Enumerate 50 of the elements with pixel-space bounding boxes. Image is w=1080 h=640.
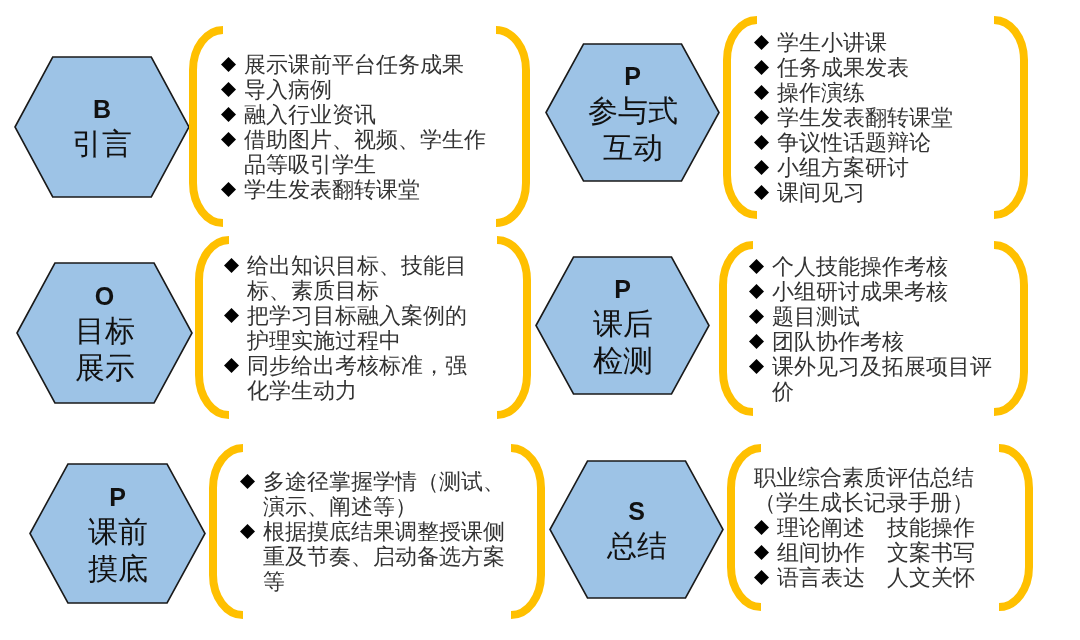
hexagon <box>14 56 190 198</box>
stage-letter: S <box>628 496 645 527</box>
list-item: 组间协作 文案书写 <box>777 540 975 565</box>
hexagon <box>535 256 710 395</box>
list-item: 学生发表翻转课堂 <box>244 176 420 202</box>
list-item: 多途径掌握学情（测试、演示、阐述等） <box>263 469 506 519</box>
stage-name: 引言 <box>72 125 132 162</box>
stage-letter: P <box>624 60 641 92</box>
list-item: 融入行业资讯 <box>244 101 376 127</box>
bracketed-list <box>723 16 1028 219</box>
list-item: 题目测试 <box>772 303 860 329</box>
stage-name: 总结 <box>606 528 667 564</box>
list-item: 课间见习 <box>777 180 865 205</box>
list-item: 导入病例 <box>244 76 332 102</box>
list-heading: 职业综合素质评估总结（学生成长记录手册） <box>754 465 975 515</box>
hexagon <box>29 463 206 604</box>
list-item: 借助图片、视频、学生作品等吸引学生 <box>244 126 487 177</box>
list-item: 任务成果发表 <box>777 55 909 80</box>
list-item: 理论阐述 技能操作 <box>777 515 975 540</box>
stage-name: 目标展示 <box>73 313 136 386</box>
hexagon <box>545 43 720 182</box>
bracketed-list <box>719 241 1028 416</box>
bracketed-list <box>189 26 530 227</box>
list-item: 根据摸底结果调整授课侧重及节奏、启动备选方案等 <box>263 519 506 594</box>
list-item: 学生小讲课 <box>777 30 887 55</box>
list-item: 争议性话题辩论 <box>777 130 931 155</box>
bracketed-list <box>727 444 1033 611</box>
hexagon <box>549 460 724 599</box>
list-item: 同步给出考核标准，强化学生动力 <box>247 352 468 403</box>
list-item: 把学习目标融入案例的护理实施过程中 <box>247 302 468 353</box>
list-item: 学生发表翻转课堂 <box>777 105 953 130</box>
stage-name: 参与式互动 <box>586 92 679 166</box>
stage-name: 课后检测 <box>591 305 654 379</box>
bracketed-list <box>195 236 531 419</box>
list-item: 个人技能操作考核 <box>772 253 948 279</box>
stage-name: 课前摸底 <box>86 513 149 587</box>
list-item: 课外见习及拓展项目评价 <box>772 353 993 404</box>
stage-letter: P <box>109 481 126 513</box>
list-item: 语言表达 人文关怀 <box>777 565 975 590</box>
hexagon <box>16 262 193 404</box>
list-item: 展示课前平台任务成果 <box>244 51 464 77</box>
list-item: 给出知识目标、技能目标、素质目标 <box>247 252 468 303</box>
stage-letter: P <box>614 273 631 305</box>
stage-letter: O <box>94 281 115 312</box>
list-item: 小组研讨成果考核 <box>772 278 948 304</box>
bracketed-list <box>209 444 545 619</box>
list-item: 操作演练 <box>777 80 865 105</box>
list-item: 团队协作考核 <box>772 328 904 354</box>
list-item: 小组方案研讨 <box>777 155 909 180</box>
stage-letter: B <box>92 93 112 125</box>
